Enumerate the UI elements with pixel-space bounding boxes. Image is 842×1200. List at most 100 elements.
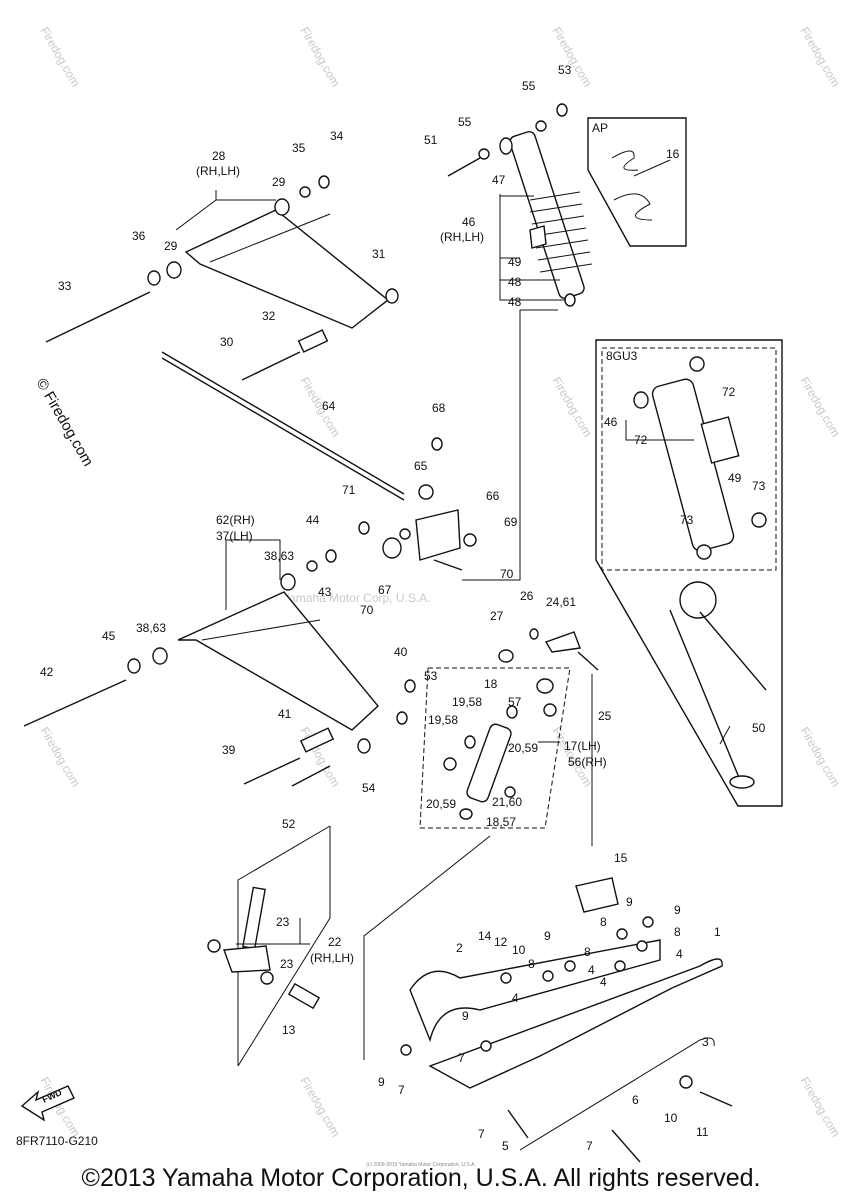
callout-43: 43 xyxy=(318,585,332,599)
callout-12: 12 xyxy=(494,935,508,949)
callout-16: 16 xyxy=(666,147,680,161)
callout-10: 10 xyxy=(664,1111,678,1125)
center-watermark: Yamaha Motor Corp, U.S.A. xyxy=(282,591,431,605)
callout-52: 52 xyxy=(282,817,296,831)
callout-21-60: 21,60 xyxy=(492,795,522,809)
callout-17: 17(LH) xyxy=(564,739,601,753)
stopper-15 xyxy=(575,877,619,913)
bushing-47 xyxy=(499,137,513,155)
callout-8: 8 xyxy=(584,945,591,959)
tool-50-handle xyxy=(699,611,767,691)
callout-6: 6 xyxy=(632,1093,639,1107)
leader-16 xyxy=(633,159,671,177)
bolt-5 xyxy=(507,1109,529,1139)
bushing-38 xyxy=(152,647,168,665)
bushing-23 xyxy=(260,971,274,985)
bushing-72 xyxy=(633,391,649,409)
callout-2: 2 xyxy=(456,941,463,955)
callout-8: 8 xyxy=(674,925,681,939)
nut-43 xyxy=(325,549,337,563)
callout-38-63: 38,63 xyxy=(264,549,294,563)
callout-49: 49 xyxy=(728,471,742,485)
gu3-shock xyxy=(633,356,767,789)
bolt-33 xyxy=(45,291,151,343)
spindle-22 xyxy=(242,886,266,950)
washer-35 xyxy=(299,186,311,198)
spring-coil xyxy=(529,191,593,273)
callout-5: 5 xyxy=(502,1139,509,1153)
handle-2 xyxy=(409,939,661,1043)
callout-28-rhlh: (RH,LH) xyxy=(196,164,240,178)
nut-20 xyxy=(543,703,557,717)
callout-64: 64 xyxy=(322,399,336,413)
callout-71: 71 xyxy=(342,483,356,497)
bolt-52 xyxy=(291,765,331,787)
nut-53 xyxy=(556,103,568,117)
callout-70: 70 xyxy=(360,603,374,617)
callout-62: 62(RH) xyxy=(216,513,255,527)
callout-32: 32 xyxy=(262,309,276,323)
bushing-18 xyxy=(459,808,473,820)
side-watermark: Firedog.com xyxy=(797,375,842,440)
washer-55 xyxy=(478,148,490,160)
nut-9 xyxy=(642,916,654,928)
callout-10: 10 xyxy=(512,943,526,957)
leader-50 xyxy=(719,725,731,745)
callout-42: 42 xyxy=(40,665,54,679)
callout-9: 9 xyxy=(674,903,681,917)
callout-11: 11 xyxy=(696,1125,709,1139)
callout-8: 8 xyxy=(600,915,607,929)
lower-arm-edge xyxy=(201,619,321,641)
callout-15: 15 xyxy=(614,851,628,865)
side-watermark: Firedog.com xyxy=(37,725,82,790)
callout-19-58: 19,58 xyxy=(428,713,458,727)
callout-23: 23 xyxy=(280,957,294,971)
spindle-base-22 xyxy=(223,945,271,973)
link-67 xyxy=(382,537,402,559)
collar-32 xyxy=(297,329,329,353)
nut-9 xyxy=(616,928,628,940)
callout-54: 54 xyxy=(362,781,376,795)
stabilizer xyxy=(161,351,477,571)
gauge-50 xyxy=(679,581,717,619)
tool-50-tip xyxy=(729,775,755,789)
plate-49 xyxy=(700,416,740,464)
callout-72: 72 xyxy=(634,433,648,447)
callout-73: 73 xyxy=(752,479,766,493)
bracket-66 xyxy=(415,509,461,561)
side-watermark: Firedog.com xyxy=(797,725,842,790)
callout-51: 51 xyxy=(424,133,438,147)
callout-46-rhlh: (RH,LH) xyxy=(440,230,484,244)
callout-41: 41 xyxy=(278,707,292,721)
lower-a-arm xyxy=(23,549,416,787)
callout-31: 31 xyxy=(372,247,386,261)
nut-9 xyxy=(480,1040,492,1052)
callout-28: 28 xyxy=(212,149,226,163)
callout-46: 46 xyxy=(462,215,476,229)
callout-55: 55 xyxy=(458,115,472,129)
leader-gu3-46 xyxy=(625,420,694,441)
callout-8: 8 xyxy=(528,957,535,971)
callout-22-rhlh: (RH,LH) xyxy=(310,951,354,965)
callout-67: 67 xyxy=(378,583,392,597)
side-watermark: Firedog.com xyxy=(797,1075,842,1140)
callout-20-59: 20,59 xyxy=(508,741,538,755)
fwd-arrow-icon xyxy=(20,1085,75,1122)
callout-9: 9 xyxy=(378,1075,385,1089)
runner-3 xyxy=(519,1037,715,1151)
callout-18: 18 xyxy=(484,677,498,691)
spindle xyxy=(443,628,599,820)
bolt-6 xyxy=(611,1129,641,1163)
plate-49 xyxy=(529,225,547,249)
bushing-65 xyxy=(418,484,434,500)
ski-1 xyxy=(428,958,723,1089)
spindle-17 xyxy=(466,723,512,803)
callout-40: 40 xyxy=(394,645,408,659)
side-watermark: Firedog.com xyxy=(37,25,82,90)
callout-4: 4 xyxy=(676,947,683,961)
callout-68: 68 xyxy=(432,401,446,415)
bushing-72 xyxy=(689,356,705,372)
side-watermark: Firedog.com xyxy=(549,375,594,440)
callout-44: 44 xyxy=(306,513,320,527)
callout-46: 46 xyxy=(604,415,618,429)
